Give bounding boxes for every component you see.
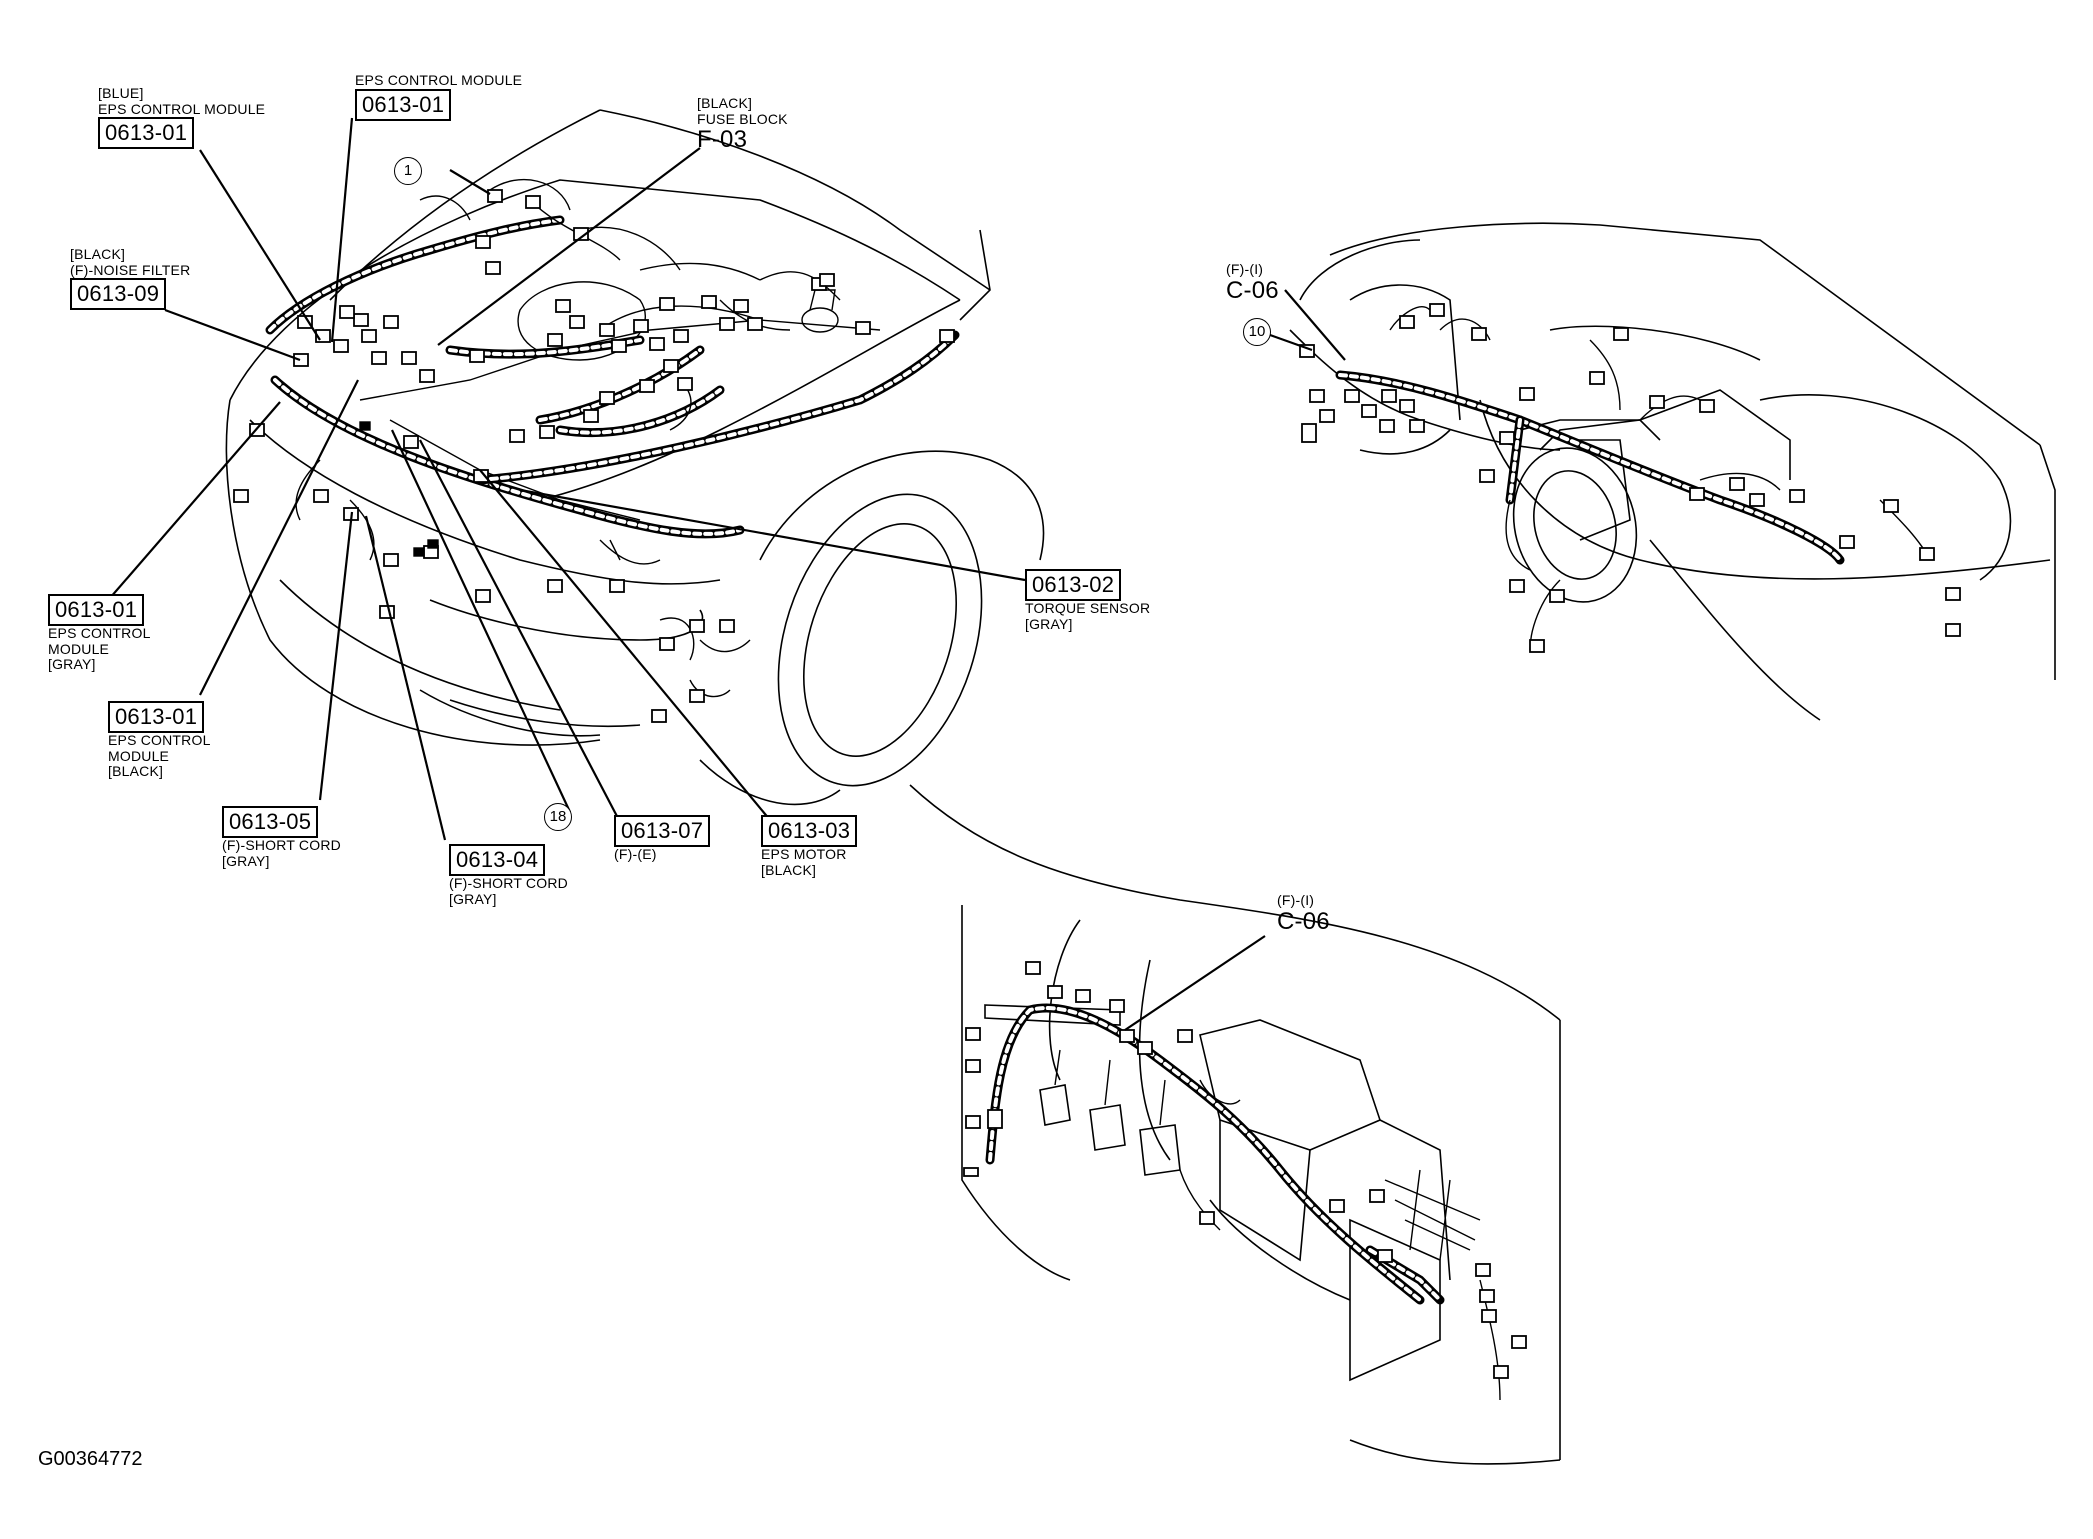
code-0613-05: 0613-05 — [222, 806, 319, 838]
floor-pedal-view — [909, 784, 1561, 1465]
dashboard-connectors — [1299, 303, 1961, 653]
engine-connectors — [233, 189, 955, 723]
callout-torque-sensor: 0613-02 TORQUE SENSOR [GRAY] — [1025, 569, 1150, 632]
code-0613-01-black: 0613-01 — [108, 701, 205, 733]
label-module-gray: MODULE — [48, 640, 110, 657]
callout-eps-module-gray: 0613-01 EPS CONTROL MODULE [GRAY] — [48, 594, 151, 673]
callout-c06-dashboard: (F)-(I) C-06 — [1226, 261, 1279, 304]
label-module-black: MODULE — [108, 747, 170, 764]
label-eps-control-black: EPS CONTROL — [108, 732, 211, 748]
tag-gray-module: [GRAY] — [48, 656, 96, 673]
marker-10: 10 — [1243, 318, 1271, 346]
label-fuse-block: FUSE BLOCK — [697, 110, 788, 127]
tag-gray-04: [GRAY] — [449, 890, 497, 907]
label-eps-control-module: EPS CONTROL MODULE — [98, 100, 266, 117]
tag-f-i-floor: (F)-(I) — [1277, 892, 1315, 908]
code-c-06-dash: C-06 — [1226, 276, 1279, 304]
callout-eps-motor: 0613-03 EPS MOTOR [BLACK] — [761, 815, 858, 878]
code-0613-01-top: 0613-01 — [355, 88, 452, 121]
tag-blue: [BLUE] — [98, 85, 144, 101]
label-f-e: (F)-(E) — [614, 846, 657, 862]
label-noise-filter: (F)-NOISE FILTER — [70, 261, 191, 278]
code-0613-03: 0613-03 — [761, 815, 858, 847]
code-0613-09: 0613-09 — [70, 278, 167, 311]
code-0613-02: 0613-02 — [1025, 569, 1122, 601]
code-0613-04: 0613-04 — [449, 844, 546, 876]
tag-black-fuse: [BLACK] — [697, 95, 753, 111]
tag-black-motor: [BLACK] — [761, 861, 817, 878]
callout-f-e: 0613-07 (F)-(E) — [614, 815, 711, 863]
callout-blue-eps-module: [BLUE] EPS CONTROL MODULE 0613-01 — [98, 85, 266, 150]
code-c-06-floor: C-06 — [1277, 907, 1330, 935]
callout-noise-filter: [BLACK] (F)-NOISE FILTER 0613-09 — [70, 246, 191, 311]
label-torque-sensor: TORQUE SENSOR — [1025, 600, 1151, 616]
tag-gray-05: [GRAY] — [222, 852, 270, 869]
code-0613-01-blue: 0613-01 — [98, 117, 195, 150]
callout-short-cord-04: 0613-04 (F)-SHORT CORD [GRAY] — [449, 844, 568, 907]
tag-black-module: [BLACK] — [108, 763, 164, 780]
floor-connectors — [963, 961, 1527, 1379]
code-0613-07: 0613-07 — [614, 815, 711, 847]
marker-18: 18 — [544, 803, 572, 831]
label-short-cord-04: (F)-SHORT CORD — [449, 875, 568, 891]
callout-eps-module-black: 0613-01 EPS CONTROL MODULE [BLACK] — [108, 701, 211, 780]
code-0613-01-gray: 0613-01 — [48, 594, 145, 626]
callout-fuse-block: [BLACK] FUSE BLOCK F-03 — [697, 95, 788, 154]
tag-gray-torque: [GRAY] — [1025, 615, 1073, 632]
engine-leader-lines — [109, 117, 1026, 841]
label-eps-control-gray: EPS CONTROL — [48, 625, 151, 641]
figure-id: G00364772 — [38, 1448, 143, 1470]
engine-compartment-view — [109, 109, 1045, 841]
dashboard-view — [1269, 222, 2056, 721]
tag-black-noise: [BLACK] — [70, 246, 126, 262]
callout-c06-floor: (F)-(I) C-06 — [1277, 892, 1330, 935]
callout-top-eps-module: EPS CONTROL MODULE 0613-01 — [355, 72, 523, 121]
label-eps-control-module-top: EPS CONTROL MODULE — [355, 72, 523, 88]
tag-f-i-dash: (F)-(I) — [1226, 261, 1264, 277]
callout-short-cord-05: 0613-05 (F)-SHORT CORD [GRAY] — [222, 806, 341, 869]
marker-1: 1 — [394, 157, 422, 185]
label-short-cord-05: (F)-SHORT CORD — [222, 837, 341, 853]
label-eps-motor: EPS MOTOR — [761, 846, 847, 862]
code-f-03: F-03 — [697, 126, 748, 154]
